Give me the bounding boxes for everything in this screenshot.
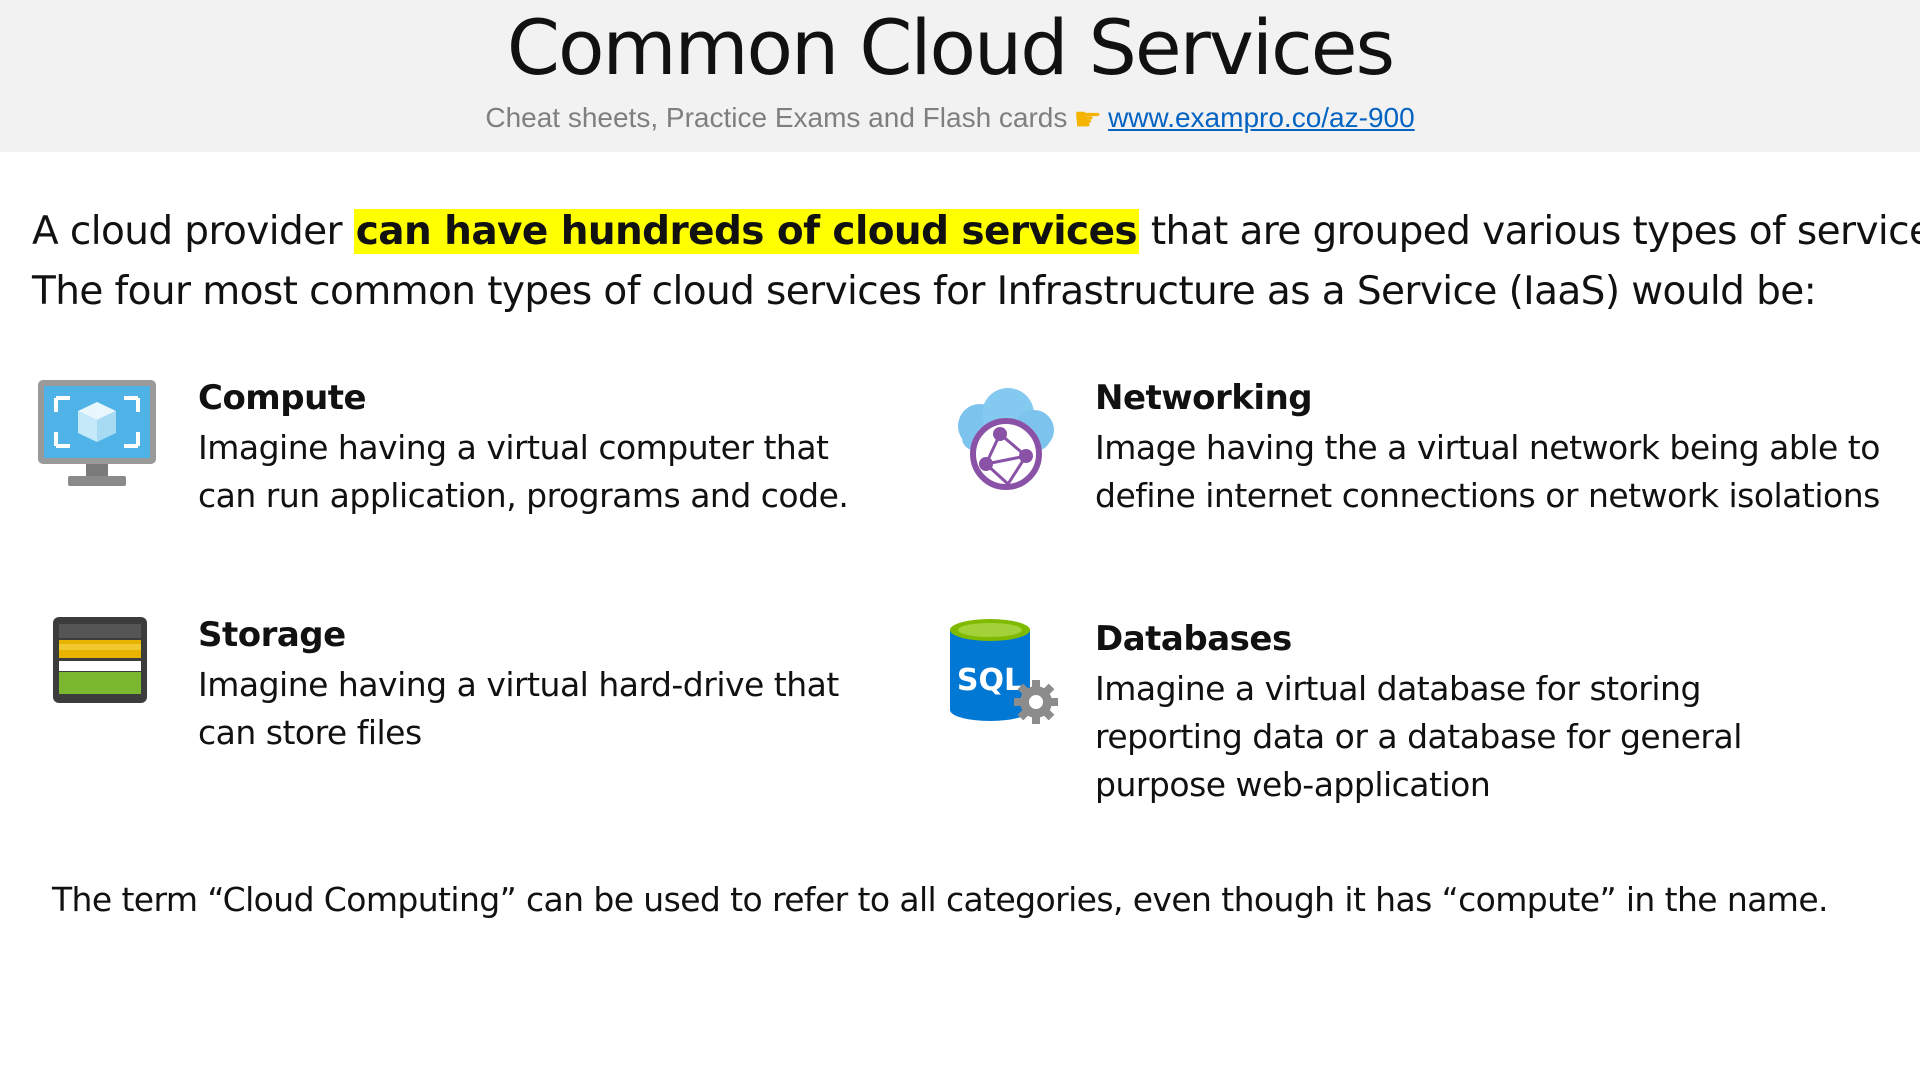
databases-desc-line-3: purpose web-application [1095,765,1491,804]
intro-paragraph: A cloud provider can have hundreds of cl… [32,202,1920,322]
storage-title: Storage [198,615,346,655]
compute-desc-line-1: Imagine having a virtual computer that [198,428,829,467]
databases-desc-line-2: reporting data or a database for general [1095,717,1742,756]
highlighted-phrase: can have hundreds of cloud services [353,209,1140,254]
sql-database-icon: SQL [948,618,1064,728]
intro-line-1: A cloud provider can have hundreds of cl… [32,202,1920,262]
storage-desc-line-1: Imagine having a virtual hard-drive that [198,665,839,704]
footer-note: The term “Cloud Computing” can be used t… [52,880,1829,919]
compute-description: Imagine having a virtual computer that c… [198,424,849,520]
networking-desc-line-2: define internet connections or network i… [1095,476,1880,515]
databases-description: Imagine a virtual database for storing r… [1095,665,1742,809]
databases-title: Databases [1095,619,1292,659]
intro-line-2: The four most common types of cloud serv… [32,269,1817,314]
storage-description: Imagine having a virtual hard-drive that… [198,661,839,757]
intro-text-end: that are grouped various types of servic… [1139,209,1920,254]
subtitle: Cheat sheets, Practice Exams and Flash c… [0,100,1900,138]
page-title: Common Cloud Services [506,3,1395,92]
networking-title: Networking [1095,378,1313,418]
storage-desc-line-2: can store files [198,713,422,752]
intro-text-start: A cloud provider [32,209,354,254]
network-cloud-icon [948,384,1060,496]
networking-desc-line-1: Image having the a virtual network being… [1095,428,1880,467]
header-bar: Common Cloud Services Cheat sheets, Prac… [0,0,1920,152]
virtual-machine-icon [36,378,158,490]
pointing-hand-icon: ☛ [1073,101,1103,137]
databases-desc-line-1: Imagine a virtual database for storing [1095,669,1701,708]
exampro-link[interactable]: www.exampro.co/az-900 [1108,102,1415,133]
sql-icon-text: SQL [957,663,1023,698]
compute-title: Compute [198,378,367,418]
storage-icon [52,616,148,704]
networking-description: Image having the a virtual network being… [1095,424,1880,520]
subtitle-text: Cheat sheets, Practice Exams and Flash c… [485,102,1068,133]
compute-desc-line-2: can run application, programs and code. [198,476,849,515]
